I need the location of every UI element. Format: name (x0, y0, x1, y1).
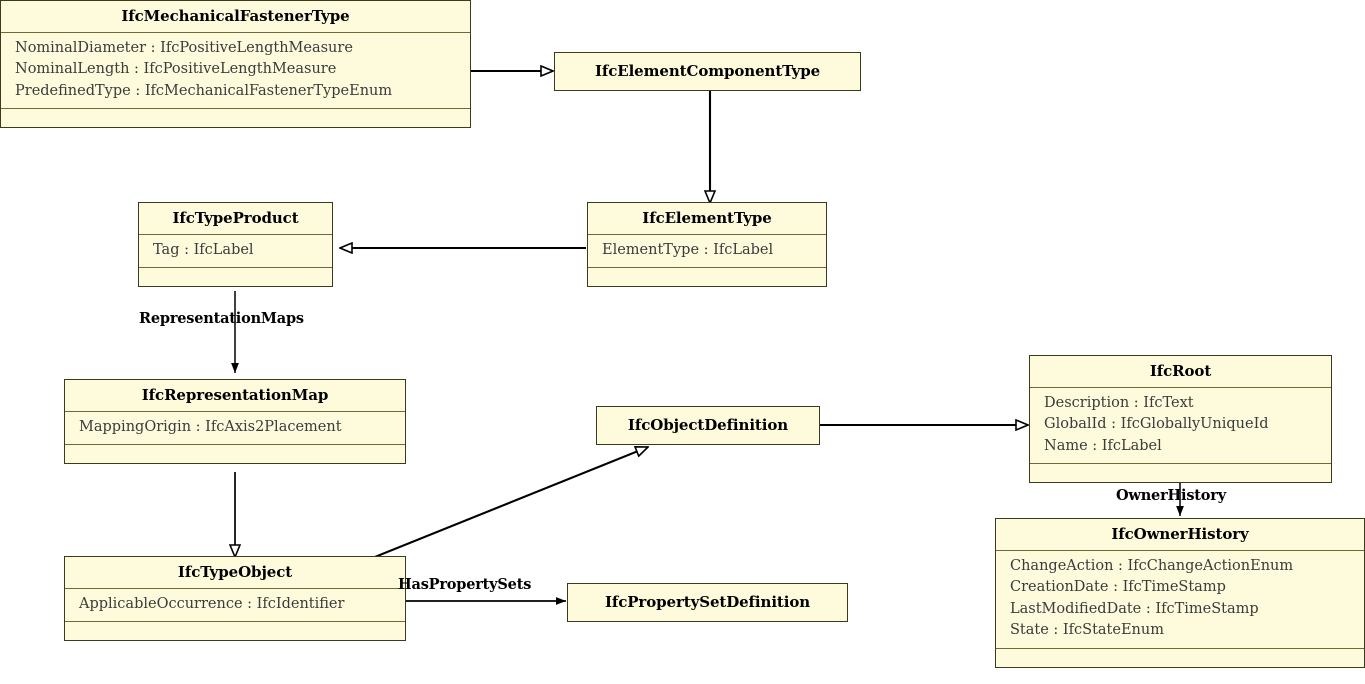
class-title: IfcElementType (642, 209, 772, 227)
class-title: IfcPropertySetDefinition (604, 593, 811, 611)
compartment-divider (996, 549, 1364, 551)
empty-operations-compartment (65, 622, 405, 640)
compartment-divider (65, 621, 405, 623)
compartment-divider (65, 587, 405, 589)
empty-operations-compartment (996, 649, 1364, 667)
class-attributes: NominalDiameter : IfcPositiveLengthMeasu… (1, 33, 470, 108)
class-title: IfcObjectDefinition (627, 416, 789, 434)
compartment-divider (1, 108, 470, 110)
compartment-divider (1030, 386, 1331, 388)
class-box-ifcownerhistory[interactable]: IfcOwnerHistory ChangeAction : IfcChange… (995, 518, 1365, 668)
edge-typeobject-to-objectdefinition (364, 446, 648, 562)
attribute-row: NominalLength : IfcPositiveLengthMeasure (15, 61, 337, 78)
attribute-row: Description : IfcText (1044, 394, 1194, 411)
class-box-ifcelementtype[interactable]: IfcElementType ElementType : IfcLabel (587, 202, 827, 288)
empty-operations-compartment (588, 268, 826, 286)
attribute-row: ChangeAction : IfcChangeActionEnum (1010, 557, 1294, 574)
compartment-divider (65, 444, 405, 446)
compartment-divider (1, 31, 470, 33)
class-title: IfcTypeObject (177, 563, 293, 581)
attribute-row: State : IfcStateEnum (1010, 622, 1164, 639)
class-attributes: MappingOrigin : IfcAxis2Placement (65, 412, 405, 444)
class-title: IfcElementComponentType (594, 62, 821, 80)
attribute-row: ApplicableOccurrence : IfcIdentifier (79, 595, 345, 612)
edge-label-haspropertysets: HasPropertySets (398, 576, 532, 593)
attribute-row: GlobalId : IfcGloballyUniqueId (1044, 416, 1269, 433)
empty-operations-compartment (139, 268, 332, 286)
empty-operations-compartment (65, 445, 405, 463)
edge-label-ownerhistory: OwnerHistory (1116, 487, 1226, 504)
compartment-divider (65, 410, 405, 412)
class-box-ifcelementcomponenttype[interactable]: IfcElementComponentType (554, 52, 861, 91)
empty-operations-compartment (1, 109, 470, 127)
compartment-divider (996, 647, 1364, 649)
class-title: IfcRoot (1149, 362, 1212, 380)
compartment-divider (139, 233, 332, 235)
class-box-ifctypeobject[interactable]: IfcTypeObject ApplicableOccurrence : Ifc… (64, 556, 406, 642)
empty-operations-compartment (1030, 464, 1331, 482)
class-title: IfcRepresentationMap (141, 386, 329, 404)
attribute-row: LastModifiedDate : IfcTimeStamp (1010, 600, 1259, 617)
attribute-row: ElementType : IfcLabel (602, 241, 774, 258)
class-attributes: Description : IfcText GlobalId : IfcGlob… (1030, 388, 1331, 463)
class-box-ifcmechanicalfastenertype[interactable]: IfcMechanicalFastenerType NominalDiamete… (0, 0, 471, 129)
compartment-divider (588, 233, 826, 235)
compartment-divider (139, 267, 332, 269)
class-box-ifcroot[interactable]: IfcRoot Description : IfcText GlobalId :… (1029, 355, 1332, 484)
class-attributes: ApplicableOccurrence : IfcIdentifier (65, 589, 405, 621)
attribute-row: Tag : IfcLabel (153, 241, 254, 258)
class-title: IfcMechanicalFastenerType (121, 7, 350, 25)
edge-label-representationmaps: RepresentationMaps (139, 310, 304, 327)
class-box-ifcpropertysetdefinition[interactable]: IfcPropertySetDefinition (567, 583, 848, 622)
attribute-row: NominalDiameter : IfcPositiveLengthMeasu… (15, 39, 353, 56)
class-title: IfcOwnerHistory (1111, 525, 1249, 543)
class-box-ifcobjectdefinition[interactable]: IfcObjectDefinition (596, 406, 820, 445)
attribute-row: Name : IfcLabel (1044, 437, 1162, 454)
class-title: IfcTypeProduct (172, 209, 299, 227)
compartment-divider (1030, 463, 1331, 465)
compartment-divider (588, 267, 826, 269)
attribute-row: CreationDate : IfcTimeStamp (1010, 579, 1226, 596)
attribute-row: PredefinedType : IfcMechanicalFastenerTy… (15, 82, 393, 99)
class-box-ifctypeproduct[interactable]: IfcTypeProduct Tag : IfcLabel (138, 202, 333, 288)
class-attributes: ChangeAction : IfcChangeActionEnum Creat… (996, 551, 1364, 648)
class-attributes: ElementType : IfcLabel (588, 235, 826, 267)
class-box-ifcrepresentationmap[interactable]: IfcRepresentationMap MappingOrigin : Ifc… (64, 379, 406, 465)
attribute-row: MappingOrigin : IfcAxis2Placement (79, 418, 342, 435)
class-attributes: Tag : IfcLabel (139, 235, 332, 267)
